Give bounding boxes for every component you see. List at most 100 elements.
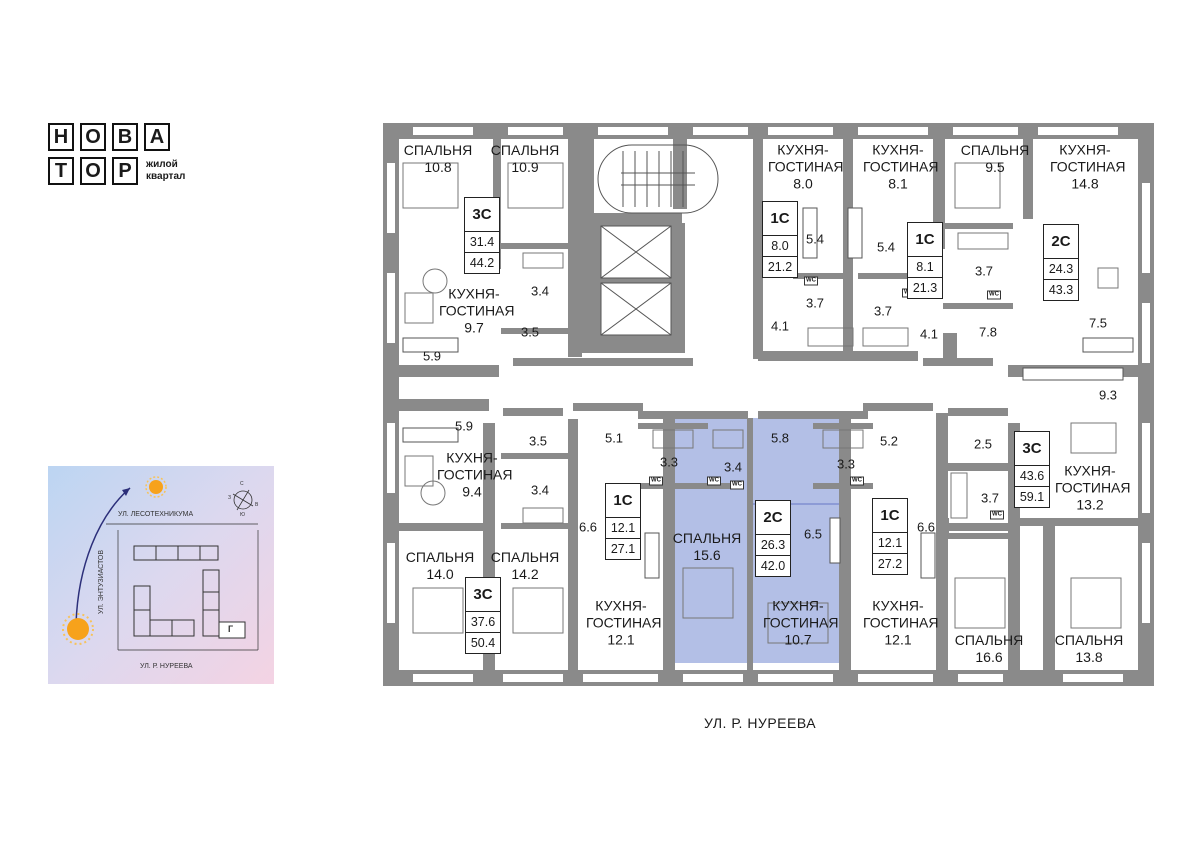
apartment-total-area: 44.2 xyxy=(469,256,495,270)
wc-marker: WC xyxy=(990,510,1004,520)
area-label: 3.7 xyxy=(805,295,825,311)
building-blocks xyxy=(133,545,220,637)
stairs xyxy=(597,144,719,214)
kitchen-counters xyxy=(402,207,1134,579)
apartment-type: 2С xyxy=(756,501,790,535)
apartment-total-area: 21.3 xyxy=(912,281,938,295)
room-area: 9.4 xyxy=(462,483,482,500)
room-name: СПАЛЬНЯ xyxy=(1054,632,1124,648)
room-name: КУХНЯ-ГОСТИНАЯ xyxy=(1050,141,1126,175)
apartment-total-area: 50.4 xyxy=(470,636,496,650)
compass-icon xyxy=(232,489,254,511)
apartment-badge[interactable]: 3С 43.6 59.1 xyxy=(1014,431,1050,508)
wc-marker: WC xyxy=(987,290,1001,300)
compass-letter: С xyxy=(240,481,244,487)
area-label: 6.6 xyxy=(578,519,598,535)
site-map-drawing xyxy=(62,476,259,651)
apartment-type: 1С xyxy=(908,223,942,257)
wc-marker: WC xyxy=(850,476,864,486)
apartment-badge[interactable]: 1С 12.1 27.1 xyxy=(605,483,641,560)
room-area: 14.2 xyxy=(511,566,539,582)
building-marker: Г xyxy=(228,624,234,634)
street-name: УЛ. Р. НУРЕЕВА xyxy=(703,715,817,731)
apartment-type: 3С xyxy=(1015,432,1049,466)
apartment-type: 1С xyxy=(606,484,640,518)
street-south: УЛ. Р. НУРЕЕВА xyxy=(140,663,193,670)
area-label: 5.4 xyxy=(876,239,896,255)
area-label: 6.6 xyxy=(916,519,936,535)
room-name: СПАЛЬНЯ xyxy=(405,549,475,565)
logo-letter: Р xyxy=(112,157,138,185)
apartment-badge[interactable]: 3С 37.6 50.4 xyxy=(465,577,501,654)
apartment-living-area: 43.6 xyxy=(1015,466,1049,487)
apartment-total-area: 27.2 xyxy=(877,557,903,571)
logo-letter: О xyxy=(80,123,106,151)
wc-marker: WC xyxy=(730,480,744,490)
apartment-living-area: 12.1 xyxy=(873,533,907,554)
room-area: 14.0 xyxy=(426,566,454,582)
windows xyxy=(387,127,1150,682)
apartment-badge[interactable]: 1С 8.0 21.2 xyxy=(762,201,798,278)
street-north: УЛ. ЛЕСОТЕХНИКУМА xyxy=(118,511,194,518)
room-area: 10.7 xyxy=(784,631,812,648)
room-name: СПАЛЬНЯ xyxy=(403,142,473,158)
highlighted-apartment xyxy=(674,416,747,663)
room-name: КУХНЯ-ГОСТИНАЯ xyxy=(437,449,513,483)
highlight-edge xyxy=(751,503,841,505)
logo-letter: Т xyxy=(48,157,74,185)
apartment-badge[interactable]: 2С 26.3 42.0 xyxy=(755,500,791,577)
apartment-living-area: 31.4 xyxy=(465,232,499,253)
area-label: 3.3 xyxy=(836,456,856,472)
area-label: 7.8 xyxy=(978,324,998,340)
apartment-badge[interactable]: 1С 8.1 21.3 xyxy=(907,222,943,299)
room-name: КУХНЯ-ГОСТИНАЯ xyxy=(768,141,844,175)
apartment-badge[interactable]: 3С 31.4 44.2 xyxy=(464,197,500,274)
apartment-type: 1С xyxy=(873,499,907,533)
area-label: 4.1 xyxy=(770,318,790,334)
room-area: 12.1 xyxy=(884,631,912,648)
area-label: 3.7 xyxy=(980,490,1000,506)
apartment-living-area: 26.3 xyxy=(756,535,790,556)
site-map: УЛ. ЛЕСОТЕХНИКУМА УЛ. ЭНТУЗИАСТОВ УЛ. Р.… xyxy=(48,466,274,684)
logo-subtitle-line: квартал xyxy=(146,171,186,182)
logo-letter: Н xyxy=(48,123,74,151)
area-label: 2.5 xyxy=(973,436,993,452)
wc-marker: WC xyxy=(649,476,663,486)
sun-path-arrow xyxy=(122,488,130,496)
apartment-living-area: 8.1 xyxy=(908,257,942,278)
area-label: 9.3 xyxy=(1098,387,1118,403)
apartment-total-area: 27.1 xyxy=(610,542,636,556)
apartment-total-area: 21.2 xyxy=(767,260,793,274)
apartment-total-area: 59.1 xyxy=(1019,490,1045,504)
room-name: КУХНЯ-ГОСТИНАЯ xyxy=(586,597,662,631)
logo-subtitle-line: жилой xyxy=(146,159,178,170)
apartment-badge[interactable]: 1С 12.1 27.2 xyxy=(872,498,908,575)
brand-logo: Н О В А Т О Р жилой квартал xyxy=(48,123,208,193)
room-area: 10.9 xyxy=(511,159,539,175)
area-label: 3.7 xyxy=(873,303,893,319)
wc-marker: WC xyxy=(707,476,721,486)
room-name: СПАЛЬНЯ xyxy=(954,632,1024,648)
area-label: 3.3 xyxy=(659,454,679,470)
street-west: УЛ. ЭНТУЗИАСТОВ xyxy=(98,549,105,614)
sun-icon xyxy=(62,613,94,645)
apartment-type: 2С xyxy=(1044,225,1078,259)
area-label: 5.1 xyxy=(604,430,624,446)
logo-subtitle: жилой квартал xyxy=(146,159,206,183)
area-label: 3.4 xyxy=(530,283,550,299)
room-area: 16.6 xyxy=(975,649,1003,665)
apartment-type: 3С xyxy=(466,578,500,612)
room-name: КУХНЯ-ГОСТИНАЯ xyxy=(863,141,939,175)
apartment-badge[interactable]: 2С 24.3 43.3 xyxy=(1043,224,1079,301)
room-area: 12.1 xyxy=(607,631,635,648)
